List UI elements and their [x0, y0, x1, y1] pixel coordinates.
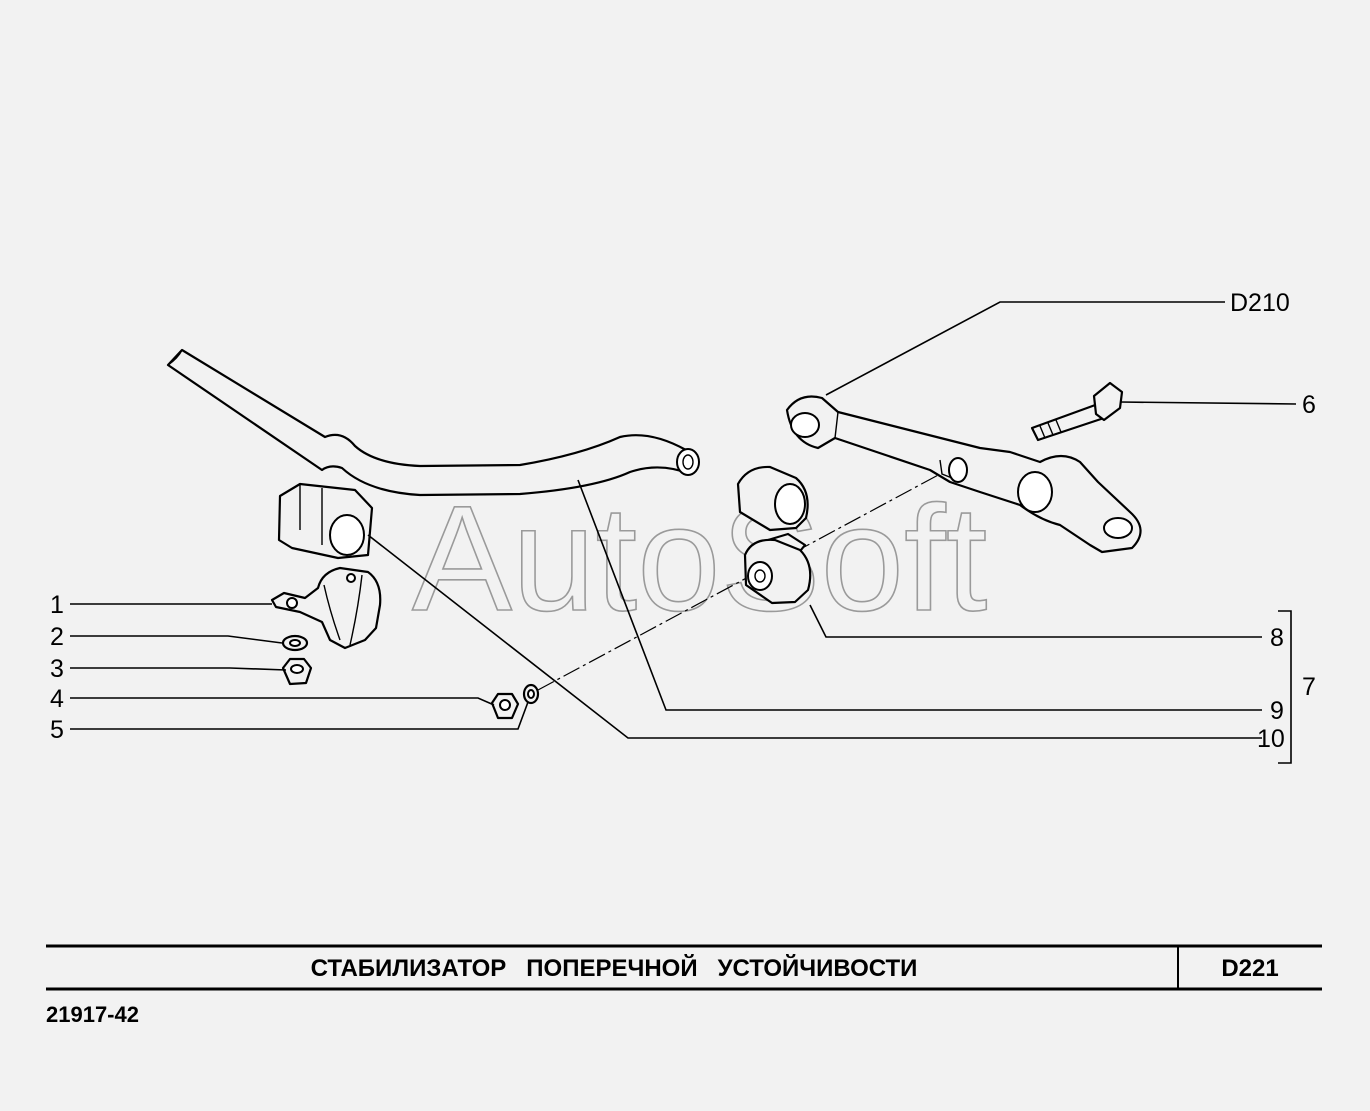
watermark: AutoSoft [412, 474, 987, 642]
callout-10: 10 [1257, 725, 1285, 753]
callout-2: 2 [50, 623, 64, 651]
callout-9: 9 [1270, 697, 1284, 725]
title-block: СТАБИЛИЗАТОР ПОПЕРЕЧНОЙ УСТОЙЧИВОСТИ D22… [46, 944, 1322, 991]
washer-2[interactable] [281, 634, 309, 652]
model-code: 21917-42 [46, 1002, 139, 1027]
leader-lines [70, 301, 1297, 764]
callout-d210: D210 [1230, 289, 1290, 317]
callout-7: 7 [1302, 673, 1316, 701]
callout-5: 5 [50, 716, 64, 744]
bushing-9[interactable] [743, 532, 812, 605]
nut-4[interactable] [490, 692, 520, 720]
washer-5[interactable] [522, 683, 540, 705]
page-code: D221 [1221, 955, 1278, 982]
callout-1: 1 [50, 591, 64, 619]
callout-3: 3 [50, 655, 64, 683]
page-title: СТАБИЛИЗАТОР ПОПЕРЕЧНОЙ УСТОЙЧИВОСТИ [311, 954, 918, 982]
suspension-arm[interactable] [785, 395, 1142, 554]
bushing-8[interactable] [736, 465, 809, 532]
stabilizer-bar[interactable] [166, 348, 700, 497]
bolt-6[interactable] [1030, 381, 1124, 442]
bar-cushion[interactable] [277, 482, 374, 560]
callout-6: 6 [1302, 391, 1316, 419]
callout-8: 8 [1270, 624, 1284, 652]
nut-3[interactable] [281, 657, 313, 686]
cushion-bracket[interactable] [270, 566, 382, 650]
callout-4: 4 [50, 685, 64, 713]
